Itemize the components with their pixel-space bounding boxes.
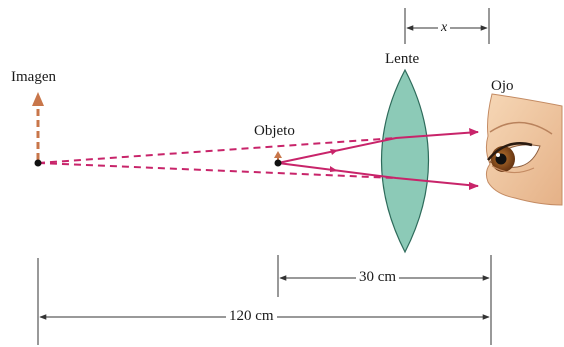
eyelid-crease <box>489 121 553 135</box>
eye-highlight <box>496 153 500 157</box>
lower-lid <box>491 165 535 174</box>
ray-arrow-lower-1 <box>330 166 338 172</box>
dim-120cm-label: 120 cm <box>226 309 277 324</box>
image-point <box>34 159 42 167</box>
x-label: x <box>438 21 451 35</box>
reference-lines <box>37 8 492 345</box>
lens-label: Lente <box>385 51 420 67</box>
eye-icon <box>485 93 563 206</box>
eye-label: Ojo <box>491 78 514 94</box>
image-arrow <box>32 92 44 160</box>
object-point <box>274 159 282 167</box>
real-ray-lower <box>277 162 479 187</box>
ray-arrow-lower-2 <box>469 182 479 190</box>
virtual-ray-upper <box>37 137 397 164</box>
ray-arrowheads <box>330 128 479 190</box>
dim-30cm-label: 30 cm <box>356 270 400 285</box>
real-rays <box>277 131 479 187</box>
object-label: Objeto <box>254 123 295 139</box>
real-ray-upper <box>277 131 479 164</box>
ray-arrow-upper-2 <box>469 128 479 136</box>
ray-arrow-upper-1 <box>330 149 338 155</box>
eyelashes <box>487 142 533 161</box>
image-label: Imagen <box>11 69 56 85</box>
lens-shape <box>381 68 429 254</box>
